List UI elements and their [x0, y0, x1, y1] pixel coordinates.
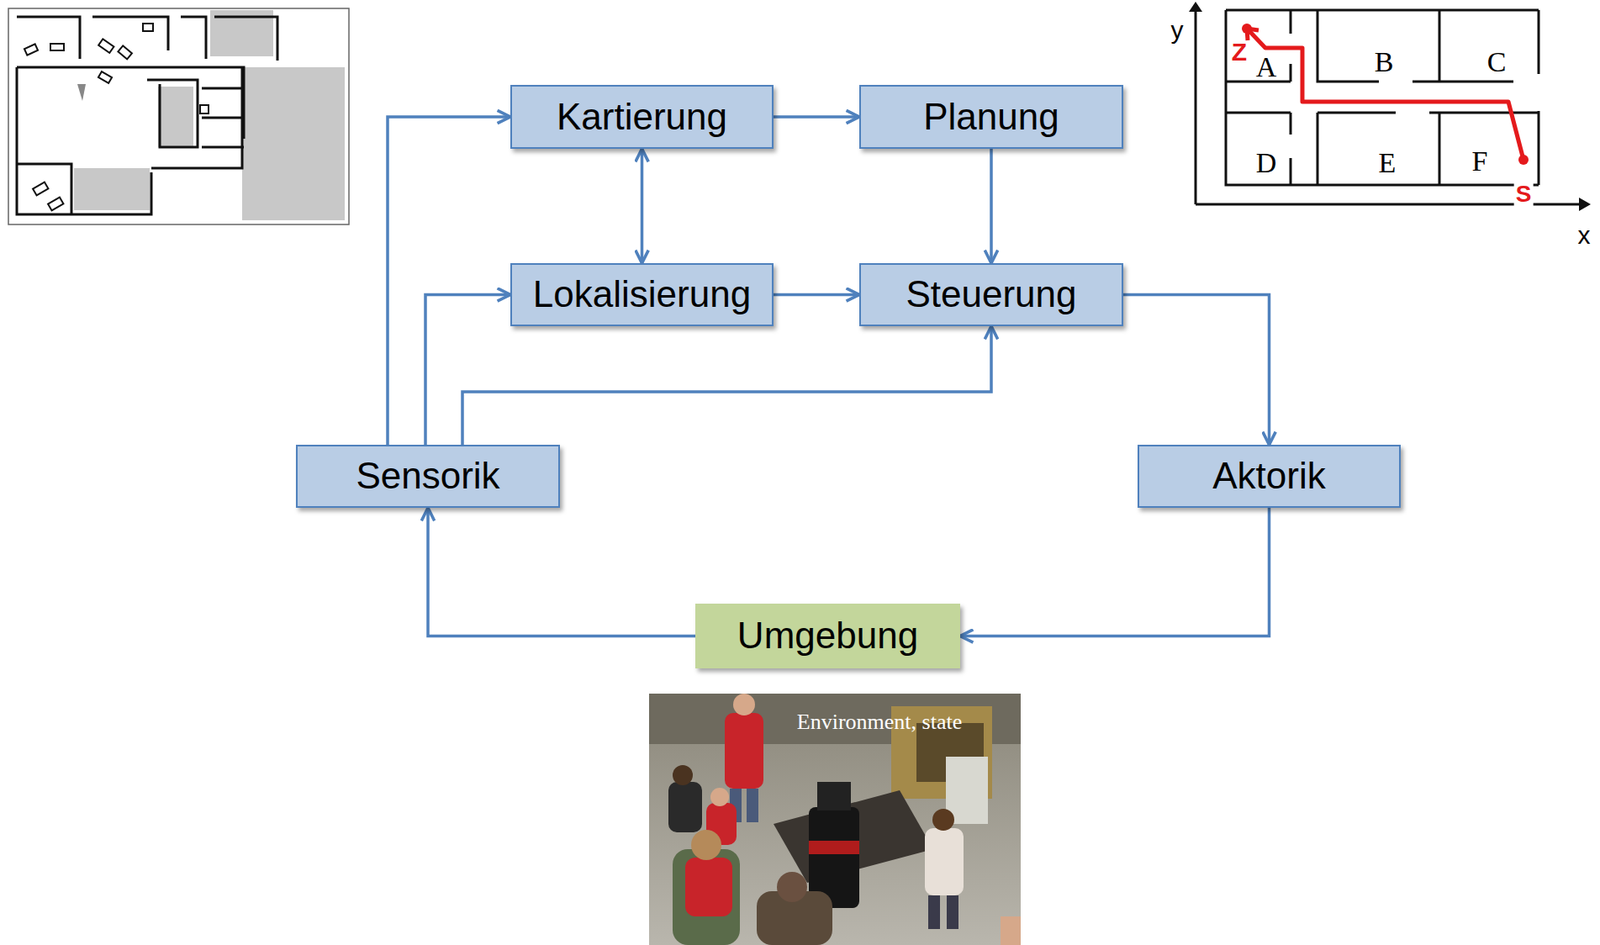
room-label: A: [1256, 52, 1278, 82]
environment-box: Umgebung: [695, 603, 961, 669]
box-label: Planung: [923, 96, 1059, 138]
process-box: Lokalisierung: [510, 263, 774, 327]
flow-arrow: [640, 148, 645, 264]
process-box: Aktorik: [1137, 444, 1401, 508]
environment-photo: [649, 693, 1021, 945]
flow-arrow: [773, 115, 860, 119]
flow-arrow: [989, 148, 993, 264]
flow-arrow: [960, 507, 1270, 637]
box-label: Aktorik: [1212, 455, 1326, 497]
floor-plan: [1188, 1, 1591, 212]
axis-label: x: [1578, 222, 1591, 249]
room-label: F: [1472, 147, 1489, 176]
goal-marker: Z: [1231, 39, 1247, 65]
axis-label: y: [1171, 17, 1184, 43]
flow-arrow: [462, 326, 992, 445]
room-label: E: [1378, 148, 1397, 178]
box-label: Steuerung: [905, 274, 1077, 315]
flow-arrow: [425, 295, 511, 446]
photo-caption: Environment, state: [797, 711, 962, 734]
process-box: Kartierung: [510, 84, 774, 149]
process-box: Steuerung: [859, 263, 1124, 327]
room-label: B: [1374, 47, 1395, 77]
room-label: D: [1256, 148, 1278, 178]
flow-arrow: [427, 507, 696, 637]
grid-map: [8, 8, 349, 225]
box-label: Kartierung: [556, 96, 728, 138]
box-label: Umgebung: [737, 615, 919, 656]
flow-arrow: [387, 116, 511, 445]
box-label: Sensorik: [355, 455, 500, 497]
process-box: Sensorik: [295, 444, 560, 508]
box-label: Lokalisierung: [533, 274, 751, 315]
process-box: Planung: [859, 84, 1124, 149]
flow-arrow: [773, 293, 860, 297]
flow-arrow: [1123, 295, 1270, 446]
start-marker: S: [1514, 182, 1534, 206]
room-label: C: [1487, 47, 1507, 77]
